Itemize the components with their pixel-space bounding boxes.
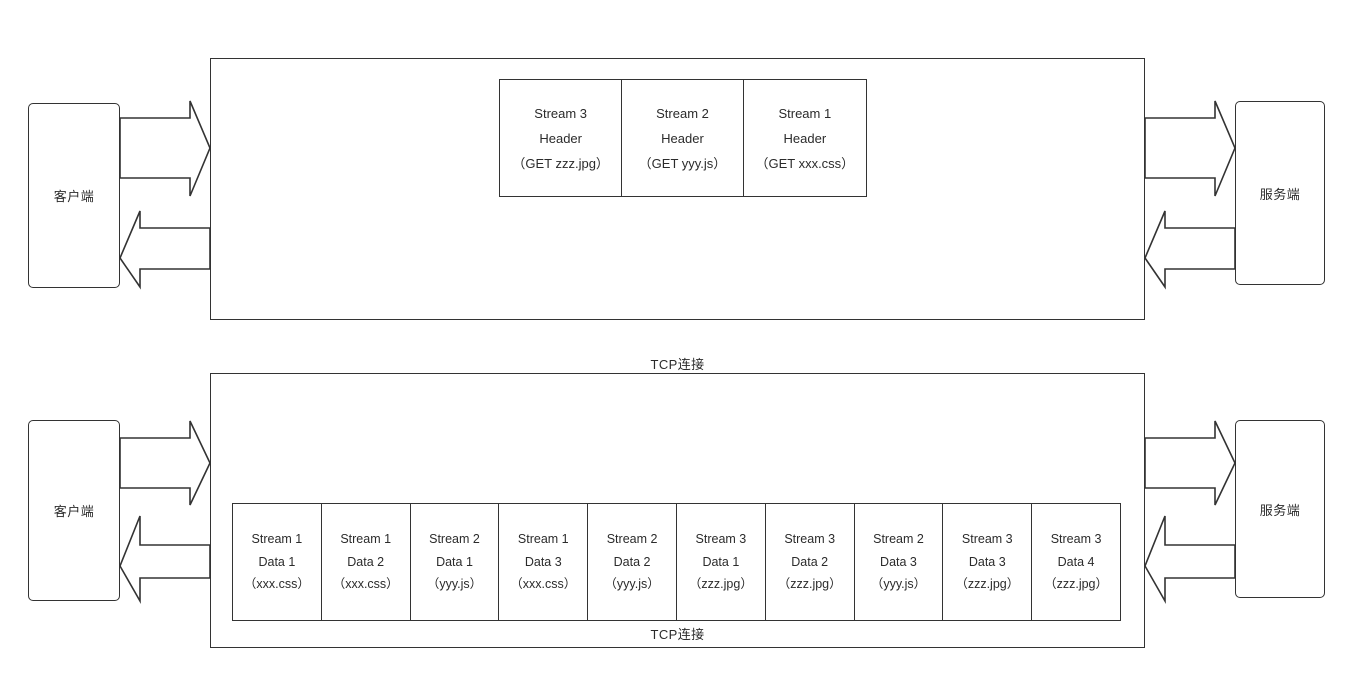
header-frames-strip: Stream 3 Header （GET zzz.jpg） Stream 2 H… <box>499 79 867 197</box>
frame-detail-label: （zzz.jpg） <box>777 577 842 592</box>
server-node-top: 服务端 <box>1235 101 1325 285</box>
frame-stream-label: Stream 3 <box>534 105 588 121</box>
tcp-connection-label-bottom: TCP连接 <box>650 627 705 642</box>
frame-kind-label: Data 3 <box>880 554 917 569</box>
frame-stream-label: Stream 2 <box>429 532 480 547</box>
frame-detail-label: （GET zzz.jpg） <box>512 155 609 171</box>
data-frame-cell[interactable]: Stream 3 Data 3 （zzz.jpg） <box>943 504 1033 620</box>
frame-stream-label: Stream 3 <box>961 532 1013 547</box>
frame-stream-label: Stream 3 <box>784 532 836 547</box>
frame-kind-label: Data 1 <box>258 554 296 569</box>
server-to-connection-arrow-bottom <box>1144 515 1236 605</box>
frame-stream-label: Stream 2 <box>606 532 658 547</box>
frame-stream-label: Stream 2 <box>656 105 709 121</box>
frame-stream-label: Stream 1 <box>251 532 303 547</box>
frame-kind-label: Header <box>661 130 704 146</box>
data-frame-cell[interactable]: Stream 2 Data 2 （yyy.js） <box>588 504 677 620</box>
header-frame-cell[interactable]: Stream 3 Header （GET zzz.jpg） <box>500 80 623 196</box>
frame-stream-label: Stream 1 <box>517 532 569 547</box>
server-node-bottom-label: 服务端 <box>1259 502 1301 518</box>
frame-stream-label: Stream 3 <box>1050 532 1102 547</box>
frame-kind-label: Data 3 <box>968 554 1006 569</box>
frame-detail-label: （zzz.jpg） <box>1044 577 1109 592</box>
frame-stream-label: Stream 1 <box>778 105 832 121</box>
server-to-connection-arrow-top <box>1144 210 1236 290</box>
client-node-bottom: 客户端 <box>28 420 120 601</box>
frame-kind-label: Data 2 <box>347 554 385 569</box>
data-frame-cell[interactable]: Stream 1 Data 2 （xxx.css） <box>322 504 411 620</box>
frame-detail-label: （yyy.js） <box>870 577 927 592</box>
frame-stream-label: Stream 3 <box>695 532 747 547</box>
data-frame-cell[interactable]: Stream 2 Data 1 （yyy.js） <box>411 504 500 620</box>
client-node-top: 客户端 <box>28 103 120 288</box>
data-frames-strip: Stream 1 Data 1 （xxx.css） Stream 1 Data … <box>232 503 1121 621</box>
data-frame-cell[interactable]: Stream 1 Data 1 （xxx.css） <box>233 504 322 620</box>
header-frame-cell[interactable]: Stream 1 Header （GET xxx.css） <box>744 80 866 196</box>
tcp-connection-label-top: TCP连接 <box>650 357 705 372</box>
connection-to-client-arrow-bottom <box>119 515 211 605</box>
data-frame-cell[interactable]: Stream 3 Data 1 （zzz.jpg） <box>677 504 766 620</box>
frame-detail-label: （zzz.jpg） <box>688 577 753 592</box>
frame-detail-label: （zzz.jpg） <box>955 577 1020 592</box>
frame-detail-label: （GET xxx.css） <box>755 155 855 171</box>
frame-detail-label: （yyy.js） <box>426 577 483 592</box>
frame-kind-label: Header <box>539 130 582 146</box>
frame-kind-label: Data 2 <box>791 554 829 569</box>
frame-detail-label: （xxx.css） <box>332 577 399 592</box>
frame-kind-label: Data 2 <box>613 554 651 569</box>
server-node-top-label: 服务端 <box>1259 186 1301 202</box>
frame-kind-label: Data 1 <box>436 554 473 569</box>
connection-to-server-arrow-top <box>1144 100 1236 197</box>
client-node-top-label: 客户端 <box>53 189 95 204</box>
frame-detail-label: （xxx.css） <box>510 577 577 592</box>
connection-to-client-arrow-top <box>119 210 211 290</box>
frame-stream-label: Stream 1 <box>340 532 392 547</box>
data-frame-cell[interactable]: Stream 1 Data 3 （xxx.css） <box>499 504 589 620</box>
connection-to-server-arrow-bottom <box>1144 420 1236 506</box>
header-frame-cell[interactable]: Stream 2 Header （GET yyy.js） <box>622 80 744 196</box>
frame-detail-label: （yyy.js） <box>604 577 660 592</box>
data-frame-cell[interactable]: Stream 3 Data 2 （zzz.jpg） <box>766 504 855 620</box>
client-to-connection-arrow-top <box>119 100 211 197</box>
server-node-bottom: 服务端 <box>1235 420 1325 598</box>
client-to-connection-arrow-bottom <box>119 420 211 506</box>
frame-kind-label: Data 1 <box>702 554 740 569</box>
data-frame-cell[interactable]: Stream 3 Data 4 （zzz.jpg） <box>1032 504 1120 620</box>
data-frame-cell[interactable]: Stream 2 Data 3 （yyy.js） <box>855 504 944 620</box>
client-node-bottom-label: 客户端 <box>53 504 95 519</box>
frame-stream-label: Stream 2 <box>873 532 924 547</box>
frame-kind-label: Header <box>783 130 827 146</box>
frame-detail-label: （GET yyy.js） <box>638 155 727 171</box>
frame-kind-label: Data 4 <box>1057 554 1095 569</box>
frame-detail-label: （xxx.css） <box>243 577 310 592</box>
frame-kind-label: Data 3 <box>524 554 562 569</box>
